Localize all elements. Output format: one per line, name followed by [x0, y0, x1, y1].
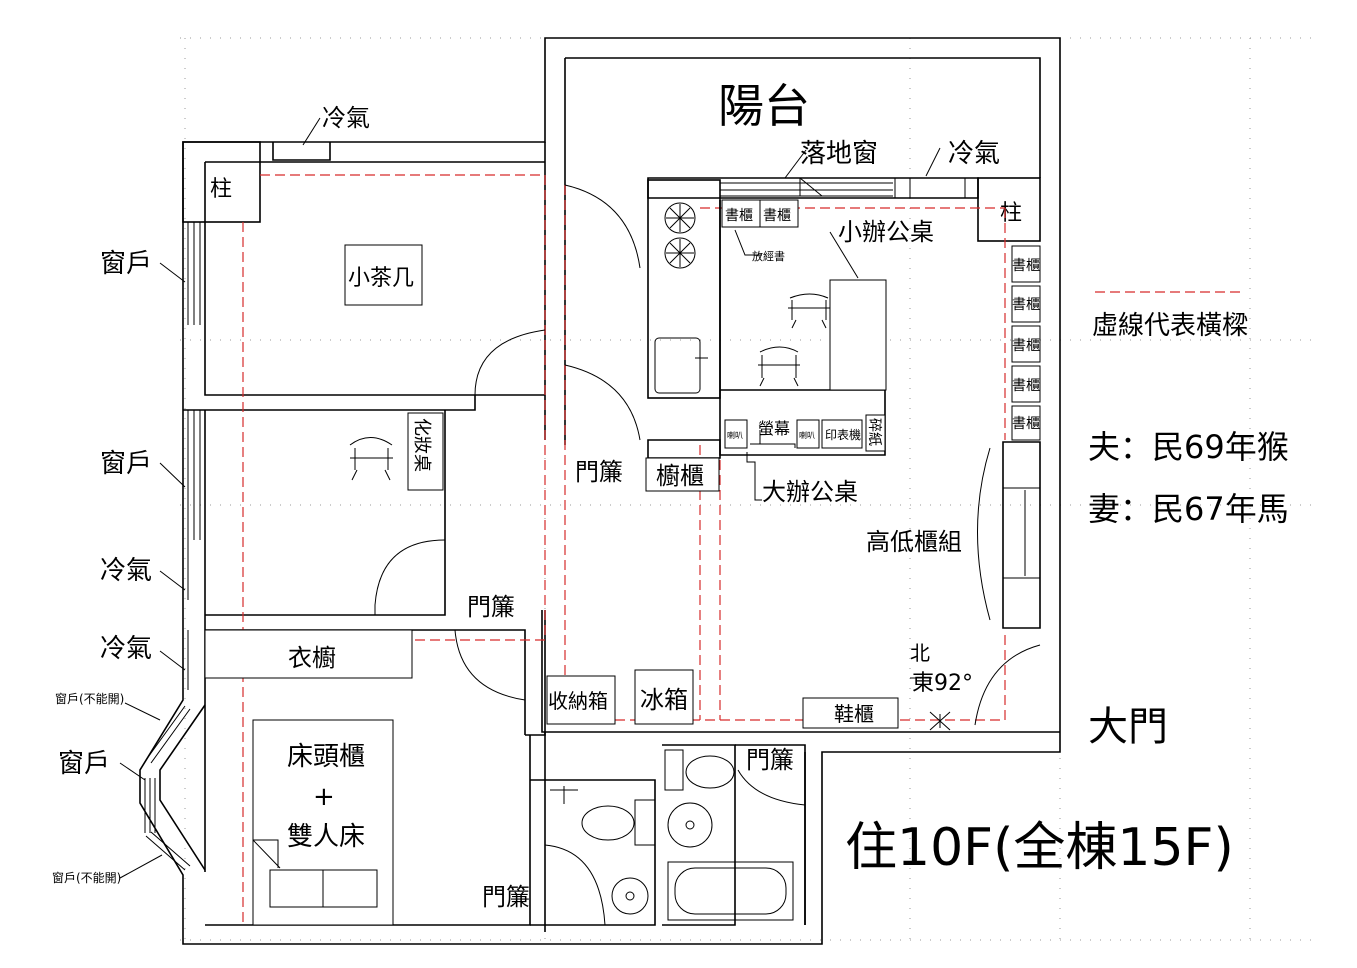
bookshelf-right-3-label: 書櫃: [1012, 338, 1040, 354]
door-swing-study: [374, 539, 446, 615]
legend-beam-label: 虛線代表橫樑: [1092, 311, 1248, 341]
door-swing-kitchen-bottom: [564, 364, 641, 441]
wardrobe-label: 衣櫥: [288, 644, 336, 672]
door-swing-tea-room: [474, 329, 546, 396]
kitchen-counter: [647, 179, 721, 399]
shoe-cabinet: [802, 697, 899, 729]
ac-top-right-label: 冷氣: [948, 139, 1000, 169]
wife-label: 妻：民67年馬: [1088, 490, 1289, 528]
curtain-label-kitchen: 門簾: [575, 458, 623, 486]
bookshelf-right-column: 書櫃 書櫃 書櫃 書櫃 書櫃: [1011, 245, 1041, 441]
curtain-label-bath-right: 門簾: [746, 746, 794, 774]
window-label-1: 窗戶: [100, 249, 152, 279]
curtain-label-bedroom: 門簾: [467, 593, 515, 621]
cabinet: [645, 457, 720, 492]
bed-head-label: 床頭櫃: [287, 742, 365, 772]
window-label-2: 窗戶: [100, 449, 152, 479]
floor-window-label: 落地窗: [800, 139, 878, 169]
chair-icon-study: [349, 437, 393, 481]
storage-box: [546, 675, 616, 725]
sink-icon: [654, 337, 701, 394]
small-tea-table-label: 小茶几: [348, 266, 414, 291]
tall-low-cabinet-label: 高低櫃組: [866, 528, 962, 556]
main-door-label: 大門: [1088, 704, 1168, 750]
shoe-cabinet-label: 鞋櫃: [834, 702, 874, 726]
ac-unit-top-left: [272, 142, 331, 161]
speaker-left-label: 喇叭: [727, 430, 743, 440]
small-desk: [829, 279, 887, 391]
window-fixed-label-2: 窗戶(不能開): [52, 871, 121, 885]
door-swing-bath-left: [544, 844, 606, 926]
pillar-right: [977, 177, 1041, 242]
wardrobe: [204, 629, 413, 679]
bookshelf-right-5-label: 書櫃: [1012, 416, 1040, 432]
door-swing-bedroom: [454, 629, 526, 701]
window-label-3: 窗戶: [58, 749, 110, 779]
north-label: 北: [910, 641, 930, 665]
speaker-left: [724, 419, 748, 449]
printer-label: 印表機: [825, 427, 861, 442]
tall-low-cabinet: [977, 441, 1041, 629]
classic-books-label: 放經書: [752, 249, 785, 263]
chair-icon-office-2: [758, 346, 800, 387]
speaker-right-label: 喇叭: [799, 430, 815, 440]
pillar-left: [182, 141, 261, 223]
toilet-icon-left: [581, 799, 656, 846]
door-swing-bath-right: [737, 769, 806, 806]
husband-label: 夫：民69年猴: [1088, 428, 1289, 466]
storage-box-label: 收納箱: [548, 689, 608, 713]
ac-left-label-2: 冷氣: [100, 634, 152, 664]
pillar-right-label: 柱: [1000, 201, 1022, 226]
balcony-label: 陽台: [718, 79, 810, 133]
bathtub-icon: [667, 861, 794, 921]
pillar-left-label: 柱: [210, 177, 232, 202]
bookshelf-top-2-label: 書櫃: [763, 208, 791, 224]
bookshelf-right-2-label: 書櫃: [1012, 297, 1040, 313]
floor-info-label: 住10F(全棟15F): [845, 818, 1234, 878]
main-door-swing: [974, 644, 1041, 726]
printer: [821, 419, 863, 449]
sink-icon-right: [667, 802, 713, 848]
east-angle-label: 東92°: [912, 671, 973, 696]
toilet-icon-right: [664, 749, 735, 791]
stove-burner-icon: [664, 202, 696, 269]
shredder-label: 碎紙: [866, 418, 882, 446]
fridge: [634, 669, 694, 725]
makeup-table: [407, 412, 444, 491]
double-bed-label: 雙人床: [287, 822, 365, 852]
compass-marker-icon: [929, 711, 951, 731]
small-desk-label: 小辦公桌: [838, 218, 934, 246]
makeup-table-label: 化妝桌: [411, 418, 432, 472]
curtain-label-bath-left: 門簾: [482, 883, 530, 911]
window-left-group: [144, 222, 201, 871]
ac-left-label-1: 冷氣: [100, 556, 152, 586]
fridge-label: 冰箱: [640, 686, 688, 714]
door-swing-kitchen-top: [564, 184, 641, 269]
speaker-right: [796, 419, 820, 449]
chair-icon-office-1: [788, 293, 830, 329]
bookshelf-right-4-label: 書櫃: [1012, 378, 1040, 394]
bookshelf-top-2: [759, 199, 799, 228]
ac-top-left-label: 冷氣: [322, 104, 370, 132]
big-desk-label: 大辦公桌: [762, 478, 858, 506]
monitor-label: 螢幕: [758, 419, 790, 438]
cabinet-label: 櫥櫃: [656, 462, 704, 490]
window-fixed-label-1: 窗戶(不能開): [55, 692, 124, 706]
small-tea-table: [344, 244, 423, 306]
sink-icon-left: [550, 786, 649, 915]
bookshelf-top-1-label: 書櫃: [725, 208, 753, 224]
floor-window: [647, 177, 979, 199]
shredder: [865, 414, 886, 452]
bookshelf-right-1-label: 書櫃: [1012, 258, 1040, 274]
bed-plus-label: +: [313, 782, 335, 812]
